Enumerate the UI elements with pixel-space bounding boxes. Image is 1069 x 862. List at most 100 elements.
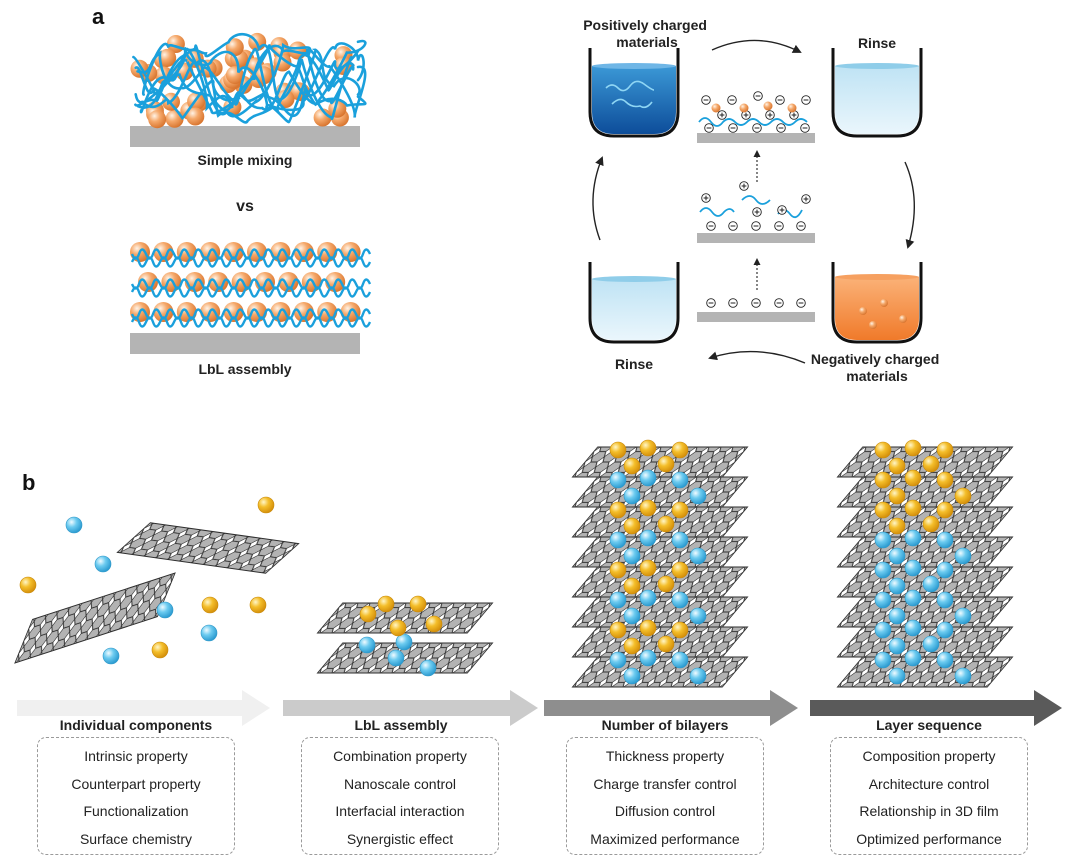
property-item: Interfacial interaction bbox=[335, 803, 465, 819]
blue-particle bbox=[904, 619, 922, 637]
panel-a-label: a bbox=[92, 4, 105, 29]
gold-particle bbox=[609, 561, 627, 579]
graphene-sheet bbox=[571, 656, 749, 688]
blue-particle bbox=[387, 649, 405, 667]
blue-particle bbox=[888, 667, 906, 685]
blue-particle bbox=[904, 649, 922, 667]
property-item: Combination property bbox=[333, 748, 467, 764]
gold-particle bbox=[671, 441, 689, 459]
gold-particle bbox=[657, 635, 675, 653]
gold-particle bbox=[671, 501, 689, 519]
blue-particle bbox=[936, 561, 954, 579]
gold-particle bbox=[257, 496, 275, 514]
rinse-bottom-label: Rinse bbox=[615, 356, 653, 372]
graphene-sheet bbox=[836, 596, 1014, 628]
gold-particle bbox=[657, 515, 675, 533]
stage-title-1: Individual components bbox=[60, 717, 213, 733]
stage-arrow-1 bbox=[17, 690, 270, 726]
blue-particle bbox=[623, 547, 641, 565]
blue-particle bbox=[922, 575, 940, 593]
rinse-beaker-bottom bbox=[588, 262, 680, 344]
anionic-solution-beaker bbox=[831, 262, 923, 344]
cycle-arrows bbox=[592, 39, 915, 364]
blue-particle bbox=[639, 589, 657, 607]
property-item: Thickness property bbox=[605, 748, 725, 764]
blue-particle bbox=[904, 529, 922, 547]
gold-particle bbox=[904, 499, 922, 517]
graphene-sheet bbox=[836, 656, 1014, 688]
particle bbox=[153, 242, 174, 262]
blue-particle bbox=[671, 531, 689, 549]
polycation-coated-substrate bbox=[697, 181, 815, 243]
gold-particle bbox=[954, 487, 972, 505]
property-item: Architecture control bbox=[868, 775, 990, 792]
simple-mixing-film bbox=[130, 32, 367, 147]
blue-particle bbox=[874, 531, 892, 549]
graphene-sheet bbox=[116, 522, 300, 574]
particle bbox=[739, 103, 749, 113]
property-item: Synergistic effect bbox=[346, 830, 454, 847]
stage-titles: Individual components LbL assembly Numbe… bbox=[60, 717, 982, 733]
blue-particle bbox=[623, 607, 641, 625]
gold-particle bbox=[936, 471, 954, 489]
blue-particle bbox=[671, 651, 689, 669]
property-item: Diffusion control bbox=[614, 803, 716, 819]
polymer-chain bbox=[130, 256, 372, 268]
blue-particle bbox=[671, 591, 689, 609]
gold-particle bbox=[888, 487, 906, 505]
particle bbox=[148, 110, 167, 129]
stage-arrow-3 bbox=[544, 690, 798, 726]
blue-particle bbox=[922, 635, 940, 653]
bare-negative-substrate bbox=[697, 298, 815, 322]
blue-particle bbox=[639, 469, 657, 487]
blue-particle bbox=[689, 607, 707, 625]
particle bbox=[158, 48, 177, 67]
gold-particle bbox=[609, 621, 627, 639]
blue-particle bbox=[200, 624, 218, 642]
polymer-chain bbox=[130, 286, 372, 298]
particle bbox=[711, 103, 721, 113]
graphene-sheet bbox=[14, 572, 176, 664]
blue-particle bbox=[65, 516, 83, 534]
particle bbox=[787, 103, 797, 113]
gold-particle bbox=[201, 596, 219, 614]
property-item: Intrinsic property bbox=[84, 748, 188, 764]
gold-particle bbox=[888, 457, 906, 475]
graphene-sheet bbox=[571, 596, 749, 628]
stage-properties-box-1: Intrinsic property Counterpart property … bbox=[37, 737, 235, 855]
property-item: Nanoscale control bbox=[343, 775, 457, 792]
blue-particle bbox=[936, 651, 954, 669]
blue-particle bbox=[936, 591, 954, 609]
blue-particle bbox=[874, 561, 892, 579]
gold-particle bbox=[409, 595, 427, 613]
blue-particle bbox=[874, 621, 892, 639]
gold-particle bbox=[874, 471, 892, 489]
gold-particle bbox=[639, 559, 657, 577]
gold-particle bbox=[671, 561, 689, 579]
polymer-chain bbox=[132, 49, 360, 120]
graphene-sheet bbox=[571, 536, 749, 568]
blue-particle bbox=[623, 487, 641, 505]
gold-particle bbox=[657, 575, 675, 593]
gold-particle bbox=[623, 457, 641, 475]
blue-particle bbox=[689, 667, 707, 685]
particle bbox=[153, 302, 174, 322]
gold-particle bbox=[389, 619, 407, 637]
property-item: Optimized performance bbox=[856, 830, 1002, 847]
particle bbox=[278, 272, 299, 292]
blue-particle bbox=[954, 607, 972, 625]
lbl-assembly-film bbox=[130, 242, 372, 354]
gold-particle bbox=[657, 455, 675, 473]
blue-particle bbox=[888, 577, 906, 595]
property-item: Composition property bbox=[862, 748, 996, 764]
gold-particle bbox=[609, 501, 627, 519]
gold-particle bbox=[377, 595, 395, 613]
stage-properties-box-3: Thickness property Charge transfer contr… bbox=[566, 737, 764, 855]
lbl-assembly-label: LbL assembly bbox=[198, 361, 291, 377]
substrate bbox=[130, 333, 360, 354]
property-item: Functionalization bbox=[83, 803, 189, 819]
gold-particle bbox=[936, 441, 954, 459]
gold-particle bbox=[639, 499, 657, 517]
particle bbox=[208, 272, 229, 292]
gold-particle bbox=[922, 515, 940, 533]
